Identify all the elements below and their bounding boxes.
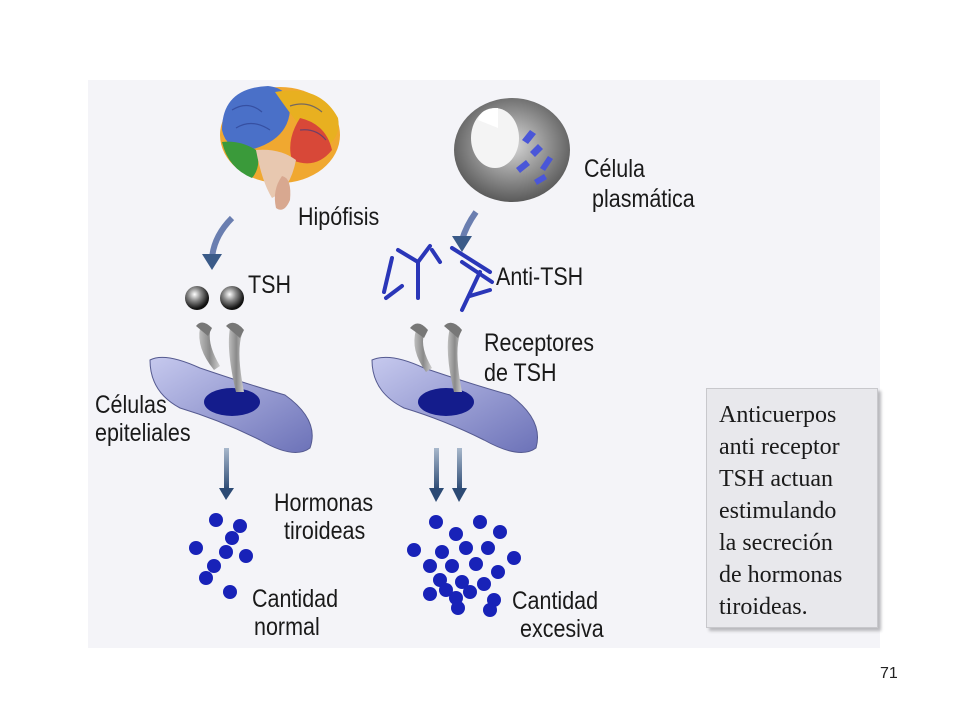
label-hipofisis: Hipófisis bbox=[298, 203, 380, 231]
epithelial-cell bbox=[371, 322, 538, 453]
arrow-down-icon bbox=[429, 448, 444, 502]
explanation-note-box: Anticuerpos anti receptor TSH actuan est… bbox=[706, 388, 878, 628]
arrow-down-icon bbox=[452, 448, 467, 502]
label-tsh: TSH bbox=[248, 271, 291, 299]
label-celulas-line1: Células bbox=[95, 391, 167, 419]
epithelial-cell bbox=[149, 322, 313, 453]
arrow-down-icon bbox=[219, 448, 234, 500]
label-receptores-line1: Receptores bbox=[484, 329, 594, 357]
plasma-cell-icon bbox=[454, 98, 570, 202]
label-celulas-line2: epiteliales bbox=[95, 419, 191, 447]
label-hormonas-line2: tiroideas bbox=[284, 517, 366, 545]
label-anti-tsh: Anti-TSH bbox=[496, 263, 584, 291]
label-cantidad-excesiva-line2: excesiva bbox=[520, 615, 604, 643]
label-receptores-line2: de TSH bbox=[484, 359, 557, 387]
tsh-molecule bbox=[185, 286, 209, 310]
label-hormonas-line1: Hormonas bbox=[274, 489, 374, 517]
brain-icon bbox=[220, 86, 340, 210]
page-number: 71 bbox=[880, 665, 898, 682]
arrow-down-icon bbox=[202, 215, 235, 270]
antibody-icon bbox=[382, 244, 494, 312]
arrow-down-icon bbox=[452, 210, 479, 252]
label-cantidad-excesiva-line1: Cantidad bbox=[512, 587, 599, 615]
explanation-note-text: Anticuerpos anti receptor TSH actuan est… bbox=[719, 402, 843, 620]
label-celula-plasmatica-line1: Célula bbox=[584, 155, 645, 183]
hormone-dots-normal bbox=[189, 513, 253, 599]
label-cantidad-normal-line1: Cantidad bbox=[252, 585, 339, 613]
label-cantidad-normal-line2: normal bbox=[254, 613, 320, 641]
hormone-dots-excessive bbox=[407, 515, 521, 617]
tsh-molecule bbox=[220, 286, 244, 310]
label-celula-plasmatica-line2: plasmática bbox=[592, 185, 695, 213]
